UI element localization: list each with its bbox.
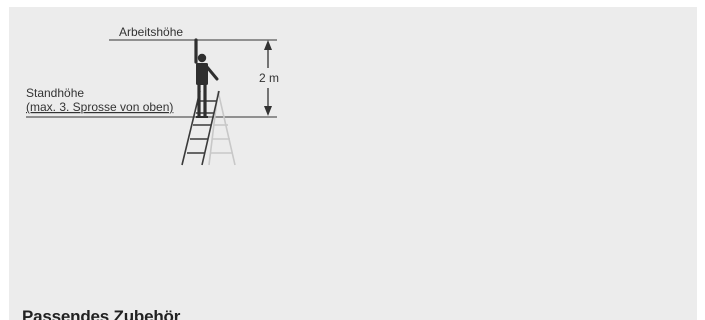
dimension-label: 2 m (259, 71, 279, 85)
person-icon (196, 40, 217, 117)
ladder-info-panel: Arbeitshöhe Standhöhe (max. 3. Sprosse v… (9, 7, 697, 320)
section-heading: Passendes Zubehör (22, 307, 180, 320)
ladder-height-diagram: Arbeitshöhe Standhöhe (max. 3. Sprosse v… (9, 7, 697, 320)
standing-height-label: Standhöhe (26, 86, 84, 100)
standing-height-note: (max. 3. Sprosse von oben) (26, 100, 173, 114)
working-height-label: Arbeitshöhe (119, 25, 183, 39)
ladder-back-icon (209, 91, 235, 165)
